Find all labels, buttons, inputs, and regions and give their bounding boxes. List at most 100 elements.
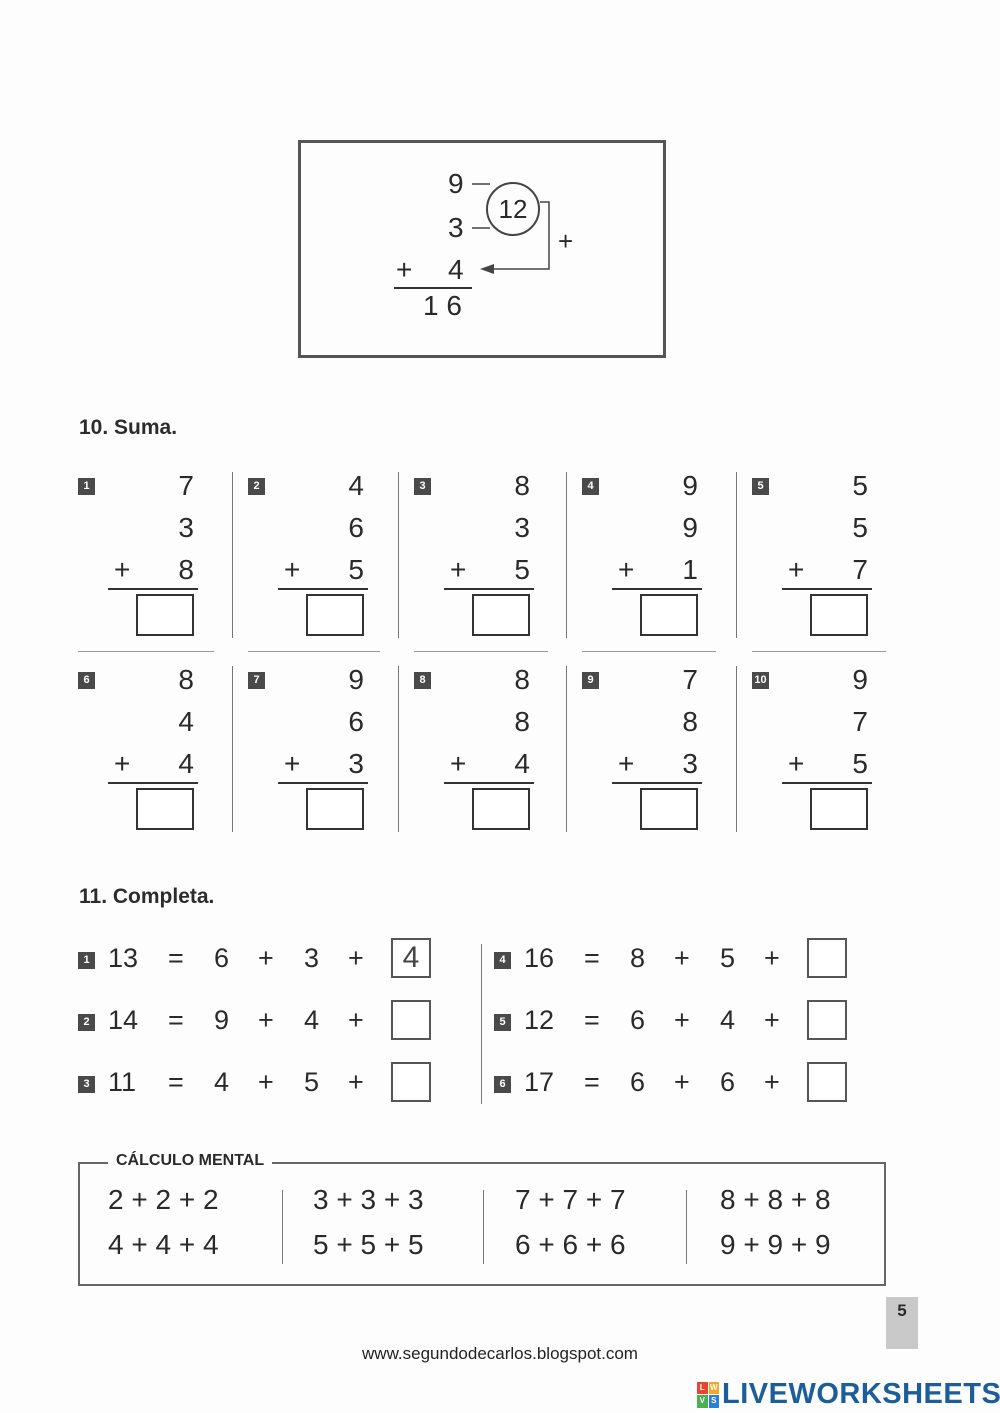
lw-icon-l: L <box>697 1381 708 1394</box>
answer-box[interactable] <box>807 1000 847 1040</box>
addend-3: 5 <box>514 554 530 585</box>
row-number-badge: 4 <box>494 952 511 969</box>
row-divider <box>752 651 886 652</box>
plus-operator: + <box>284 748 301 779</box>
problem-number-badge: 1 <box>78 478 95 495</box>
plus-sign: + <box>674 943 690 973</box>
addend-1: 6 <box>630 1005 646 1035</box>
addend-2: 8 <box>682 706 698 737</box>
answer-box[interactable] <box>391 1062 431 1102</box>
answer-box[interactable] <box>810 594 868 636</box>
liveworksheets-logo[interactable]: L W V S LIVEWORKSHEETS <box>697 1378 1000 1411</box>
plus-sign: + <box>764 1005 780 1035</box>
plus-sign: + <box>348 1067 364 1097</box>
plus-sign: + <box>348 1005 364 1035</box>
addend-2: 7 <box>852 706 868 737</box>
equals-sign: = <box>168 943 184 973</box>
addend-2: 6 <box>348 512 364 543</box>
addend-1: 9 <box>348 664 364 695</box>
addend-1: 8 <box>514 470 530 501</box>
addend-1: 8 <box>514 664 530 695</box>
footer-url[interactable]: www.segundodecarlos.blogspot.com <box>362 1344 638 1363</box>
answer-box[interactable] <box>640 594 698 636</box>
addend-2: 3 <box>178 512 194 543</box>
problem-number-badge: 10 <box>752 672 769 689</box>
column-divider <box>566 666 567 832</box>
equals-sign: = <box>584 1005 600 1035</box>
plus-sign: + <box>764 943 780 973</box>
mental-expression: 2 + 2 + 2 <box>108 1184 219 1215</box>
addend-2: 8 <box>514 706 530 737</box>
equals-sign: = <box>168 1067 184 1097</box>
mental-divider <box>483 1190 484 1264</box>
plus-operator: + <box>618 748 635 779</box>
plus-sign: + <box>674 1067 690 1097</box>
addend-2: 4 <box>304 1005 320 1035</box>
example-box <box>298 140 666 358</box>
example-plus-operator: + <box>396 254 413 285</box>
sum-line <box>278 782 368 784</box>
plus-operator: + <box>284 554 301 585</box>
answer-box[interactable] <box>807 938 847 978</box>
section-11-title: 11. Completa. <box>79 885 215 908</box>
answer-box[interactable] <box>306 594 364 636</box>
addend-3: 1 <box>682 554 698 585</box>
addend-1: 8 <box>178 664 194 695</box>
addend-1: 4 <box>348 470 364 501</box>
addend-3: 3 <box>682 748 698 779</box>
answer-box[interactable] <box>136 594 194 636</box>
column-divider <box>736 666 737 832</box>
mental-math-title: CÁLCULO MENTAL <box>108 1152 273 1170</box>
plus-operator: + <box>450 554 467 585</box>
mental-expression: 4 + 4 + 4 <box>108 1229 219 1260</box>
addend-2: 5 <box>304 1067 320 1097</box>
answer-box[interactable] <box>472 788 530 830</box>
addend-1: 7 <box>682 664 698 695</box>
addend-2: 6 <box>720 1067 736 1097</box>
answer-box[interactable] <box>807 1062 847 1102</box>
addend-1: 4 <box>214 1067 230 1097</box>
total-value: 16 <box>524 943 555 973</box>
sum-line <box>782 782 872 784</box>
row-divider <box>414 651 548 652</box>
total-value: 14 <box>108 1005 139 1035</box>
liveworksheets-icon: L W V S <box>697 1381 719 1408</box>
example-addend-3: 4 <box>448 254 464 285</box>
answer-box[interactable]: 4 <box>391 938 431 978</box>
plus-operator: + <box>114 748 131 779</box>
plus-sign: + <box>258 1005 274 1035</box>
problem-number-badge: 3 <box>414 478 431 495</box>
page-number: 5 <box>886 1297 918 1349</box>
row-number-badge: 3 <box>78 1076 95 1093</box>
mental-math-frame <box>78 1162 886 1286</box>
addend-3: 4 <box>514 748 530 779</box>
lw-icon-w: W <box>708 1381 719 1394</box>
sum-line <box>278 588 368 590</box>
problem-number-badge: 9 <box>582 672 599 689</box>
problem-number-badge: 2 <box>248 478 265 495</box>
row-number-badge: 2 <box>78 1014 95 1031</box>
answer-box[interactable] <box>391 1000 431 1040</box>
addend-1: 8 <box>630 943 646 973</box>
addend-1: 9 <box>214 1005 230 1035</box>
addend-2: 4 <box>720 1005 736 1035</box>
total-value: 11 <box>108 1067 137 1097</box>
mental-expression: 9 + 9 + 9 <box>720 1229 831 1260</box>
mental-expression: 5 + 5 + 5 <box>313 1229 424 1260</box>
plus-operator: + <box>450 748 467 779</box>
addend-1: 6 <box>214 943 230 973</box>
addend-3: 7 <box>852 554 868 585</box>
plus-operator: + <box>114 554 131 585</box>
row-number-badge: 1 <box>78 952 95 969</box>
answer-box[interactable] <box>136 788 194 830</box>
answer-box[interactable] <box>472 594 530 636</box>
column-divider <box>398 472 399 638</box>
addend-2: 3 <box>514 512 530 543</box>
plus-sign: + <box>674 1005 690 1035</box>
equals-sign: = <box>584 943 600 973</box>
answer-box[interactable] <box>306 788 364 830</box>
answer-box[interactable] <box>640 788 698 830</box>
column-divider <box>232 666 233 832</box>
plus-sign: + <box>764 1067 780 1097</box>
answer-box[interactable] <box>810 788 868 830</box>
